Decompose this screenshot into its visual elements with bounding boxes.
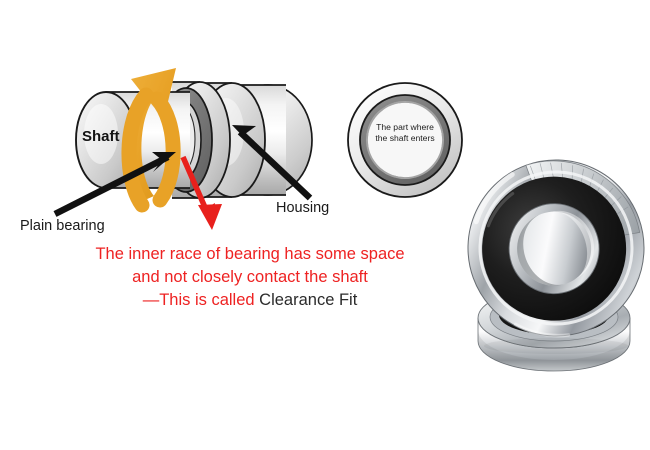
caption-line-3-prefix: —This is called xyxy=(142,291,260,309)
plain-bearing-label: Plain bearing xyxy=(20,218,105,234)
caption-term-clearance-fit: Clearance Fit xyxy=(259,291,358,309)
clearance-pointer-arrow xyxy=(180,155,222,230)
ring-caption-line-2: the shaft enters xyxy=(375,132,435,143)
bearing-ring-section xyxy=(347,82,463,198)
bearing-standing-upright xyxy=(467,159,645,338)
plain-bearing-pointer-arrow xyxy=(53,152,176,217)
clearance-fit-caption: The inner race of bearing has some space… xyxy=(20,243,480,312)
housing-pointer-arrow xyxy=(232,125,313,201)
caption-line-3: —This is called Clearance Fit xyxy=(20,289,480,312)
ring-caption-line-1: The part where xyxy=(376,122,434,132)
shaft-label: Shaft xyxy=(82,128,120,145)
caption-line-1: The inner race of bearing has some space xyxy=(95,245,405,263)
caption-line-2: and not closely contact the shaft xyxy=(132,268,368,286)
housing-label: Housing xyxy=(276,200,330,216)
ring-caption: The part where the shaft enters xyxy=(357,122,453,143)
